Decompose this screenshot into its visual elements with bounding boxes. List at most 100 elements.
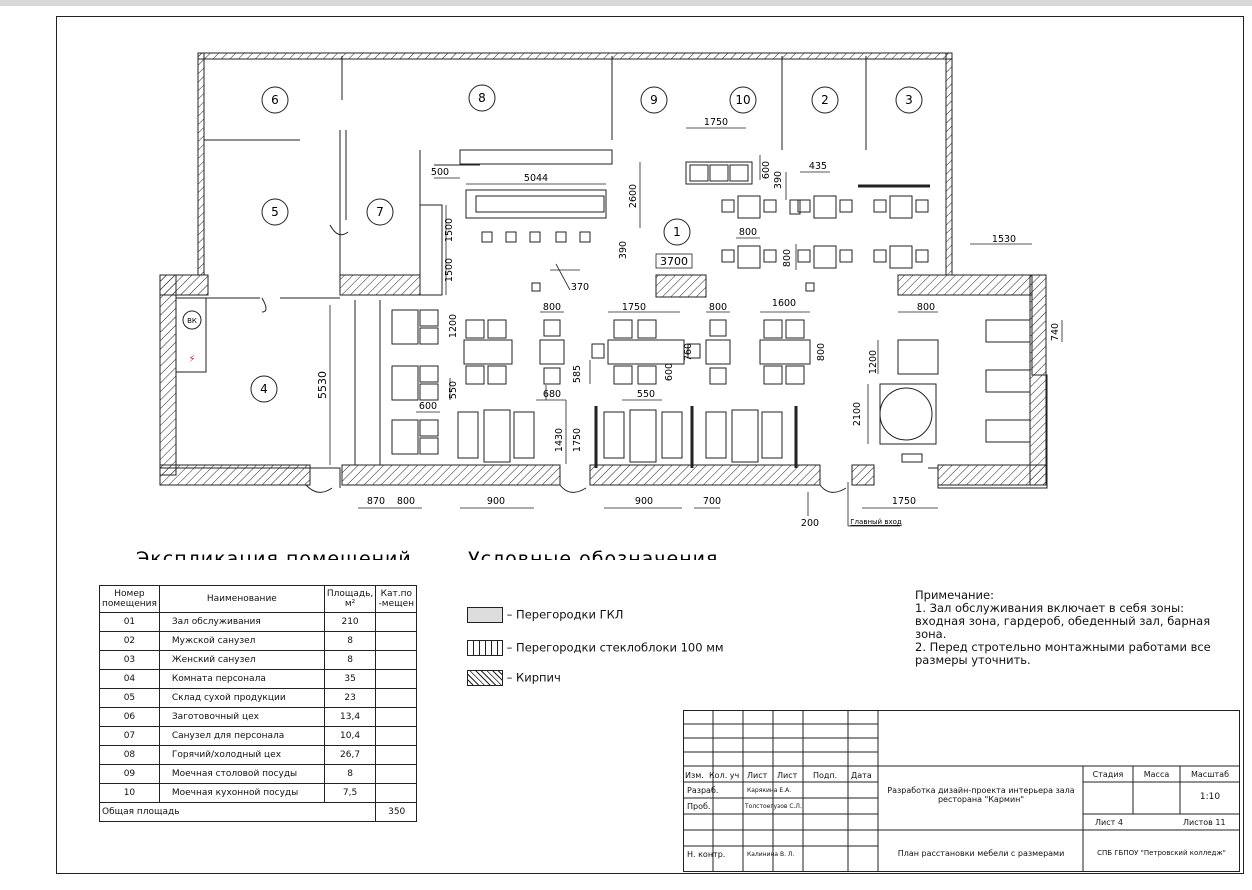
col-header: Наименование (158, 585, 325, 613)
dimension-label: 1750 (572, 428, 583, 452)
floor-plan: 6 8 9 10 2 3 5 7 1 4 ВК ⚡ (136, 52, 1063, 560)
table-cell (375, 669, 418, 689)
viewer-top-bar (0, 0, 1252, 6)
legend-gkl: – Перегородки ГКЛ (467, 607, 623, 623)
room-number: 3 (905, 93, 913, 107)
note-line: 1. Зал обслуживания включает в себя зоны… (915, 601, 1211, 641)
room-number: 2 (821, 93, 829, 107)
note-heading: Примечание: (915, 588, 994, 602)
table-cell: 26,7 (323, 745, 377, 765)
table-cell (375, 764, 418, 784)
note-block: Примечание: 1. Зал обслуживания включает… (915, 589, 1215, 667)
legend-title: Условные обозначения (468, 548, 718, 560)
table-cell: 35 (323, 669, 377, 689)
explication-table: Номер помещения Наименование Площадь, м²… (98, 585, 418, 822)
table-cell: 08 (99, 745, 160, 765)
dimension-label: 1200 (448, 314, 459, 338)
stamp-label: Разраб. (687, 786, 719, 795)
table-cell: Заготовочный цех (158, 707, 325, 727)
table-cell: Моечная кухонной посуды (158, 783, 325, 803)
table-row-total: Общая площадь 350 (98, 802, 418, 822)
stamp-label: Кол. уч (709, 771, 740, 780)
explication-title: Экспликация помещений (136, 548, 412, 560)
room-number: 4 (260, 382, 268, 396)
room-number: 1 (673, 225, 681, 239)
stamp-person: Толстоегузов С.Л. (745, 803, 802, 810)
stamp-label: Лист (747, 771, 768, 780)
stamp-label: Дата (851, 771, 872, 780)
dimension-label: 1600 (772, 298, 796, 309)
table-cell: 10 (99, 783, 160, 803)
dimension-label: 2600 (628, 184, 639, 208)
dimension-label: 760 (683, 343, 694, 361)
stamp-person: Карякина Е.А. (747, 787, 792, 794)
col-header: Площадь, м² (323, 585, 377, 613)
table-cell: Горячий/холодный цех (158, 745, 325, 765)
room-number: 6 (271, 93, 279, 107)
table-cell: 04 (99, 669, 160, 689)
dimension-label: 200 (801, 518, 819, 529)
table-cell (375, 745, 418, 765)
stamp-project-title: Разработка дизайн-проекта интерьера зала… (887, 786, 1075, 804)
room-5-circle (261, 198, 289, 226)
dimension-label: 680 (543, 389, 561, 400)
dimension-label: 800 (917, 302, 935, 313)
table-cell: 13,4 (323, 707, 377, 727)
dimension-label: 900 (487, 496, 505, 507)
dimension-label: 370 (571, 282, 589, 293)
table-cell: 07 (99, 726, 160, 746)
total-label: Общая площадь (102, 807, 180, 817)
dimension-label: 1500 (444, 218, 455, 242)
table-cell (375, 612, 418, 632)
stamp-label: Подп. (813, 771, 838, 780)
dimension-label: 390 (773, 171, 784, 189)
dimension-label: 1530 (992, 234, 1016, 245)
room-6-circle (261, 86, 289, 114)
dimension-label: 1200 (868, 350, 879, 374)
room-number: 10 (735, 93, 750, 107)
dimension-label: 800 (543, 302, 561, 313)
table-cell: Санузел для персонала (158, 726, 325, 746)
vk-circle (182, 310, 202, 330)
stamp-scale-value: 1:10 (1199, 792, 1221, 802)
dimension-label: 5530 (316, 371, 329, 399)
dimension-label: 900 (635, 496, 653, 507)
table-cell: 7,5 (323, 783, 377, 803)
dimension-label: 1750 (704, 117, 728, 128)
dimension-label: 600 (664, 363, 675, 381)
dimension-label: 585 (572, 365, 583, 383)
table-cell: Зал обслуживания (158, 612, 325, 632)
dimension-label: 740 (1050, 323, 1061, 341)
stamp-sheet-title: План расстановки мебели с размерами (897, 849, 1065, 858)
room-number: 5 (271, 205, 279, 219)
drawing-frame (56, 16, 1244, 874)
table-cell (375, 707, 418, 727)
outer-wall (198, 52, 1048, 489)
dimension-label: 390 (618, 241, 629, 259)
stamp-label: Изм. (685, 771, 704, 780)
dimension-label: 550 (637, 389, 655, 400)
dimension-label: 800 (816, 343, 827, 361)
room-4-circle (250, 375, 278, 403)
dimension-label: 435 (809, 161, 827, 172)
table-cell: Склад сухой продукции (158, 688, 325, 708)
table-cell (375, 688, 418, 708)
dimension-label: 600 (761, 161, 772, 179)
table-cell (375, 650, 418, 670)
table-cell: Комната персонала (158, 669, 325, 689)
stamp-sheet-number: Лист 4 (1095, 818, 1123, 827)
dimension-label: 550 (448, 381, 459, 399)
stamp-label: Масштаб (1190, 770, 1230, 779)
stamp-person: Калинина В. Л. (747, 851, 795, 858)
table-cell: 06 (99, 707, 160, 727)
dimension-label: 5044 (524, 173, 548, 184)
stamp-label: Проб. (687, 802, 711, 811)
glassblock-swatch (467, 640, 503, 656)
table-cell: Женский санузел (158, 650, 325, 670)
